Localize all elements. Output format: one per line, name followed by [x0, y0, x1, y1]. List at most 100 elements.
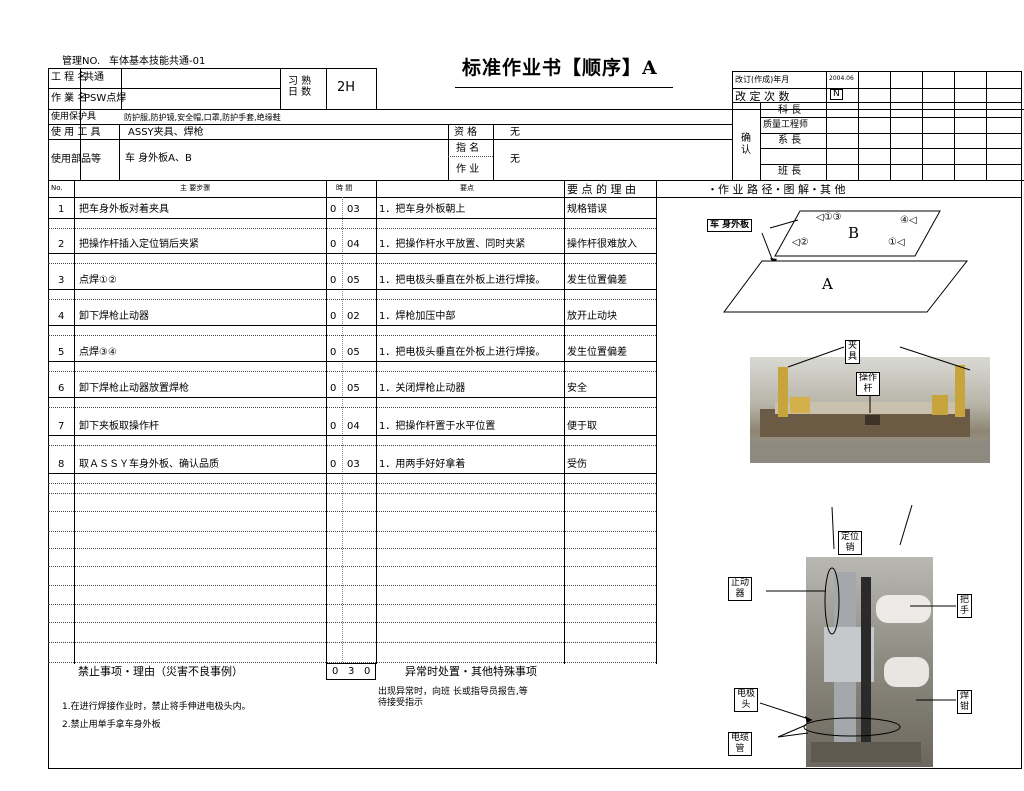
mgmt-no-value: 车体基本技能共通-01 [109, 56, 206, 67]
col-diagram-header: ・作 业 路 径・图 解・其 他 [707, 183, 846, 196]
protective-label: 使用保护具 [51, 112, 97, 122]
row-step: 点焊①② [79, 275, 117, 286]
row-spacer-line [48, 299, 656, 300]
row-step: 卸下焊枪止动器 [79, 311, 149, 322]
row-spacer-line [48, 263, 656, 264]
row-number: 7 [58, 421, 65, 432]
row-point: 1．把电极头垂直在外板上进行焊接。 [379, 275, 546, 286]
row-spacer-line [48, 371, 656, 372]
welding-gun-label: 焊 钳 [957, 690, 973, 714]
row-spacer-line [48, 407, 656, 408]
row-time-a: 0 [330, 347, 337, 358]
designated-work-label-2: 作 业 [456, 164, 480, 175]
qualification-label: 资 格 [454, 127, 478, 138]
row-reason: 操作杆很难放入 [567, 239, 637, 250]
revision-date-label: 改订(作成)年月 [735, 75, 790, 84]
row-number: 3 [58, 275, 65, 286]
confirm-label: 确 认 [741, 133, 751, 156]
row-point: 1．把电极头垂直在外板上进行焊接。 [379, 347, 546, 358]
work-name-value: PSW点焊 [84, 93, 127, 104]
panel-b-letter: B [848, 224, 860, 242]
role-section-chief: 科 長 [778, 105, 802, 116]
revision-count-label: 改 定 次 数 [735, 90, 790, 103]
row-divider [48, 289, 656, 290]
practice-days-value: 2H [337, 80, 356, 95]
role-team-leader: 班 長 [778, 166, 802, 177]
weld-marks-bottom-left: ◁② [792, 237, 809, 248]
row-time-a: 0 [330, 421, 337, 432]
row-divider [48, 473, 656, 474]
row-point: 1．把操作杆置于水平位置 [379, 421, 496, 432]
row-divider [48, 325, 656, 326]
protective-value: 防护服,防护镜,安全帽,口罩,防护手套,绝缘鞋 [124, 113, 281, 122]
row-time-a: 0 [330, 275, 337, 286]
row-divider [48, 435, 656, 436]
locating-pin-label: 定位 销 [838, 531, 863, 555]
row-point: 1．焊枪加压中部 [379, 311, 456, 322]
welding-photo [806, 557, 933, 767]
panel-a-sketch [723, 260, 969, 313]
abnormal-text-1: 出现异常时，向班 长或指导员报告,等 [378, 687, 528, 697]
prohibited-item-1: 1.在进行焊接作业时，禁止将手伸进电极头内。 [62, 702, 251, 712]
row-spacer-line [48, 483, 656, 484]
process-name-label: 工 程 名 [51, 72, 88, 83]
row-time-a: 0 [330, 239, 337, 250]
row-reason: 受伤 [567, 459, 587, 470]
role-quality-engineer: 质量工程师 [763, 120, 809, 130]
qualification-value: 无 [510, 127, 520, 138]
row-spacer-line [48, 335, 656, 336]
row-divider [48, 253, 656, 254]
row-reason: 发生位置偏差 [567, 275, 627, 286]
row-time-b: 04 [347, 421, 360, 432]
tools-label: 使 用 工 具 [51, 127, 101, 138]
col-no-header: No. [51, 184, 63, 192]
row-reason: 规格错误 [567, 204, 607, 215]
revision-count-value: N [830, 89, 843, 100]
row-point: 1．关闭焊枪止动器 [379, 383, 466, 394]
weld-marks-bottom-right: ①◁ [888, 237, 905, 248]
abnormal-text-2: 待接受指示 [378, 698, 424, 708]
process-name-value: 共通 [84, 72, 104, 83]
row-time-b: 03 [347, 459, 360, 470]
designated-work-value: 无 [510, 154, 520, 165]
row-time-b: 05 [347, 347, 360, 358]
weld-marks-top-right: ④◁ [900, 215, 917, 226]
parts-value: 车 身外板A、B [125, 153, 192, 164]
row-spacer-line [48, 228, 656, 229]
tools-value: ASSY夹具、焊枪 [128, 127, 204, 138]
row-divider [48, 361, 656, 362]
weld-marks-top-left: ◁①③ [816, 212, 842, 223]
work-name-label: 作 業 名 [51, 93, 88, 104]
row-time-a: 0 [330, 204, 337, 215]
outer-panel-label: 车 身外板 [707, 219, 753, 232]
practice-days-label: 习 熟 日 数 [288, 76, 312, 98]
row-divider [48, 397, 656, 398]
panel-a-letter: A [822, 275, 833, 293]
parts-label: 使用部品等 [51, 154, 101, 165]
row-step: 取ＡＳＳＹ车身外板、确认品质 [79, 459, 219, 470]
col-time-header: 時 間 [336, 184, 353, 192]
designated-work-label-1: 指 名 [456, 143, 480, 154]
total-time-a: 0 [332, 666, 339, 677]
prohibited-title: 禁止事项・理由（災害不良事例） [78, 665, 243, 678]
row-time-a: 0 [330, 311, 337, 322]
total-time-c: 0 [364, 666, 371, 677]
row-time-b: 02 [347, 311, 360, 322]
row-number: 5 [58, 347, 65, 358]
mgmt-no-label: 管理NO. [62, 56, 101, 67]
row-point: 1．把车身外板朝上 [379, 204, 466, 215]
row-time-a: 0 [330, 459, 337, 470]
document-title: 标准作业书【顺序】A [462, 57, 658, 79]
row-spacer-line [48, 445, 656, 446]
role-chief: 系 長 [778, 135, 802, 146]
electrode-label: 电极 头 [734, 688, 759, 712]
row-number: 8 [58, 459, 65, 470]
row-number: 1 [58, 204, 65, 215]
row-reason: 便于取 [567, 421, 597, 432]
row-time-b: 05 [347, 383, 360, 394]
col-point-header: 要点 [460, 184, 474, 192]
col-reason-header: 要 点 的 理 由 [567, 183, 636, 196]
lever-label: 操作 杆 [856, 372, 881, 396]
row-point: 1．把操作杆水平放置、同时夹紧 [379, 239, 526, 250]
